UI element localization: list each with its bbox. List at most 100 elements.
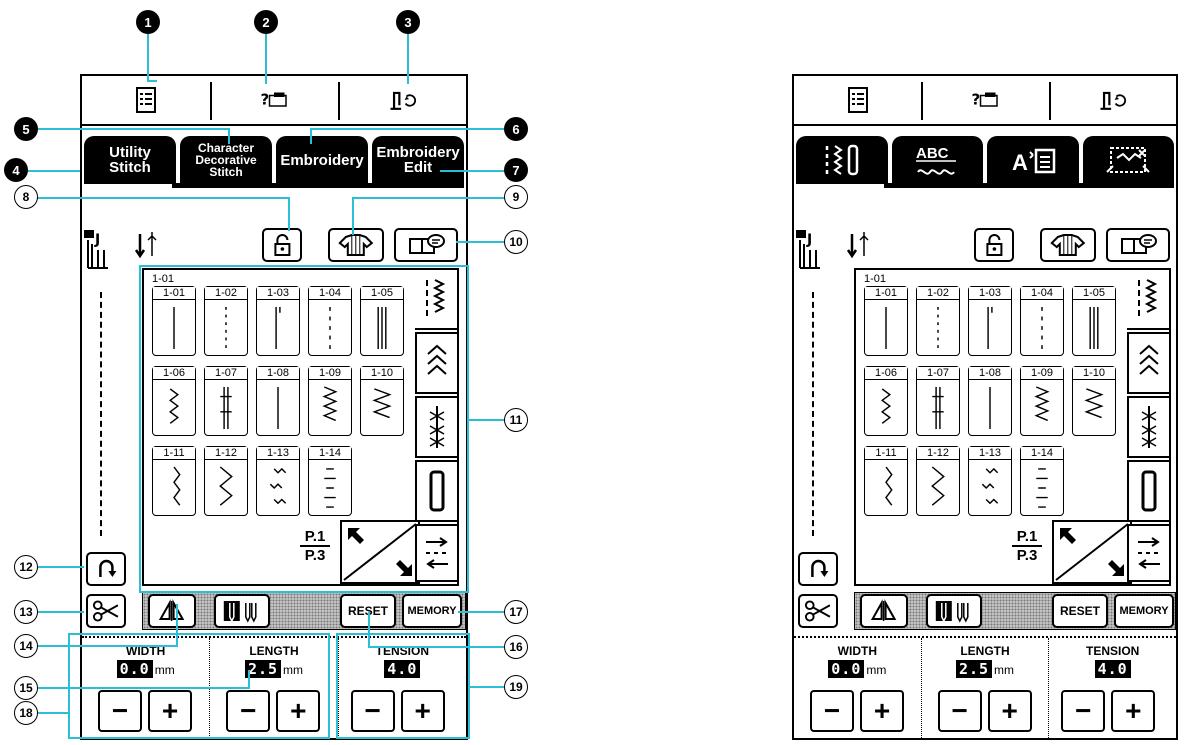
stitch-pattern-button[interactable]: 1-14 [308, 446, 352, 516]
page-scroll-button[interactable] [340, 520, 420, 584]
side-tab-buttonhole[interactable] [1127, 460, 1171, 522]
tab-character-decorative[interactable]: ABC [891, 136, 983, 184]
width-plus-button[interactable]: + [148, 690, 192, 732]
side-tab-straight[interactable] [415, 268, 459, 330]
leader-line [458, 611, 508, 613]
stitch-pattern-button[interactable]: 1-02 [916, 286, 960, 356]
stitch-pattern-button[interactable]: 1-13 [256, 446, 300, 516]
callout-4: 4 [4, 158, 28, 182]
stitch-pattern-button[interactable]: 1-03 [256, 286, 300, 356]
tab-embroidery[interactable]: A [987, 136, 1079, 184]
stitch-pattern-button[interactable]: 1-12 [916, 446, 960, 516]
reverse-stitch-button[interactable] [86, 552, 126, 586]
stitch-pattern-button[interactable]: 1-10 [1072, 366, 1116, 436]
tension-plus-button[interactable]: + [400, 690, 445, 732]
memory-button[interactable]: MEMORY [402, 594, 462, 628]
tension-minus-button[interactable]: − [350, 690, 395, 732]
side-tab-buttonhole[interactable] [415, 460, 459, 522]
side-tab-straight[interactable] [1127, 268, 1171, 330]
stitch-code: 1-03 [969, 287, 1011, 300]
stitch-pattern-button[interactable]: 1-04 [308, 286, 352, 356]
stitch-pattern-button[interactable]: 1-05 [360, 286, 404, 356]
leader-line [14, 170, 80, 172]
width-plus-button[interactable]: + [860, 690, 904, 732]
tension-minus-button[interactable]: − [1061, 690, 1106, 732]
page-scroll-button[interactable] [1052, 520, 1132, 584]
needle-position-icon [390, 91, 416, 110]
stitch-pattern-button[interactable]: 1-12 [204, 446, 248, 516]
stitch-pattern-button[interactable]: 1-05 [1072, 286, 1116, 356]
side-tab-cross[interactable] [1127, 396, 1171, 458]
thread-cut-button[interactable] [798, 594, 838, 628]
stitch-pattern-button[interactable]: 1-03 [968, 286, 1012, 356]
side-tab-decorative[interactable] [415, 332, 459, 394]
width-minus-button[interactable]: − [810, 690, 854, 732]
stitch-pattern-button[interactable]: 1-07 [204, 366, 248, 436]
stitch-pattern-button[interactable]: 1-11 [864, 446, 908, 516]
width-value: 0.0 [828, 660, 865, 678]
length-minus-button[interactable]: − [937, 690, 982, 732]
stitch-pattern-button[interactable]: 1-02 [204, 286, 248, 356]
leader-line [456, 241, 508, 243]
svg-text:A: A [1012, 150, 1028, 175]
manual-button[interactable] [394, 228, 458, 262]
settings-button[interactable] [794, 76, 921, 124]
tab-character-decorative[interactable]: Character Decorative Stitch [180, 136, 272, 184]
stitch-pattern-button[interactable]: 1-08 [256, 366, 300, 436]
stitch-pattern-button[interactable]: 1-14 [1020, 446, 1064, 516]
mirror-image-button[interactable] [148, 594, 196, 628]
lock-button[interactable] [974, 228, 1014, 262]
memory-button[interactable]: MEMORY [1114, 594, 1174, 628]
needle-position-button[interactable] [338, 76, 466, 124]
tab-utility-stitch[interactable] [796, 136, 888, 184]
stitch-pattern-button[interactable]: 1-10 [360, 366, 404, 436]
thread-cut-button[interactable] [86, 594, 126, 628]
width-minus-button[interactable]: − [98, 690, 142, 732]
length-plus-button[interactable]: + [987, 690, 1032, 732]
stitch-pattern-button[interactable]: 1-11 [152, 446, 196, 516]
length-plus-button[interactable]: + [276, 690, 321, 732]
leader-line [248, 670, 250, 688]
side-tab-multidirection[interactable] [1127, 524, 1171, 582]
stitch-pattern-button[interactable]: 1-07 [916, 366, 960, 436]
tab-embroidery-edit[interactable]: Embroidery Edit [372, 136, 464, 184]
length-minus-button[interactable]: − [226, 690, 271, 732]
mirror-image-button[interactable] [860, 594, 908, 628]
reverse-stitch-button[interactable] [798, 552, 838, 586]
callout-7: 7 [504, 158, 528, 182]
help-button[interactable]: ? [921, 76, 1048, 124]
lock-button[interactable] [262, 228, 302, 262]
garment-button[interactable] [1040, 228, 1096, 262]
straight-zigzag-icon [426, 279, 446, 316]
settings-button[interactable] [82, 76, 210, 124]
side-tab-decorative[interactable] [1127, 332, 1171, 394]
page-indicator: P.1 P.3 [1006, 528, 1048, 572]
shirt-icon [1050, 234, 1086, 256]
stitch-pattern-button[interactable]: 1-01 [152, 286, 196, 356]
stitch-pattern-button[interactable]: 1-01 [864, 286, 908, 356]
leader-line [352, 197, 508, 199]
stitch-preview-icon [885, 466, 893, 506]
reset-button[interactable]: RESET [1052, 594, 1108, 628]
tab-embroidery-edit[interactable] [1082, 136, 1174, 184]
needle-position-button[interactable] [1048, 76, 1176, 124]
needle-mode-selection-button[interactable] [214, 594, 270, 628]
side-tab-multidirection[interactable] [415, 524, 459, 582]
tab-utility-stitch[interactable]: Utility Stitch [84, 136, 176, 184]
tab-embroidery[interactable]: Embroidery [276, 136, 368, 184]
garment-button[interactable] [328, 228, 384, 262]
stitch-pattern-button[interactable]: 1-06 [864, 366, 908, 436]
stitch-pattern-button[interactable]: 1-13 [968, 446, 1012, 516]
help-icon: ? [261, 91, 287, 109]
stitch-pattern-button[interactable]: 1-08 [968, 366, 1012, 436]
stitch-pattern-button[interactable]: 1-09 [1020, 366, 1064, 436]
stitch-pattern-button[interactable]: 1-09 [308, 366, 352, 436]
manual-button[interactable] [1106, 228, 1170, 262]
stitch-code: 1-10 [361, 367, 403, 380]
help-button[interactable]: ? [210, 76, 338, 124]
stitch-pattern-button[interactable]: 1-06 [152, 366, 196, 436]
tension-plus-button[interactable]: + [1111, 690, 1156, 732]
stitch-pattern-button[interactable]: 1-04 [1020, 286, 1064, 356]
needle-mode-selection-button[interactable] [926, 594, 982, 628]
side-tab-cross[interactable] [415, 396, 459, 458]
